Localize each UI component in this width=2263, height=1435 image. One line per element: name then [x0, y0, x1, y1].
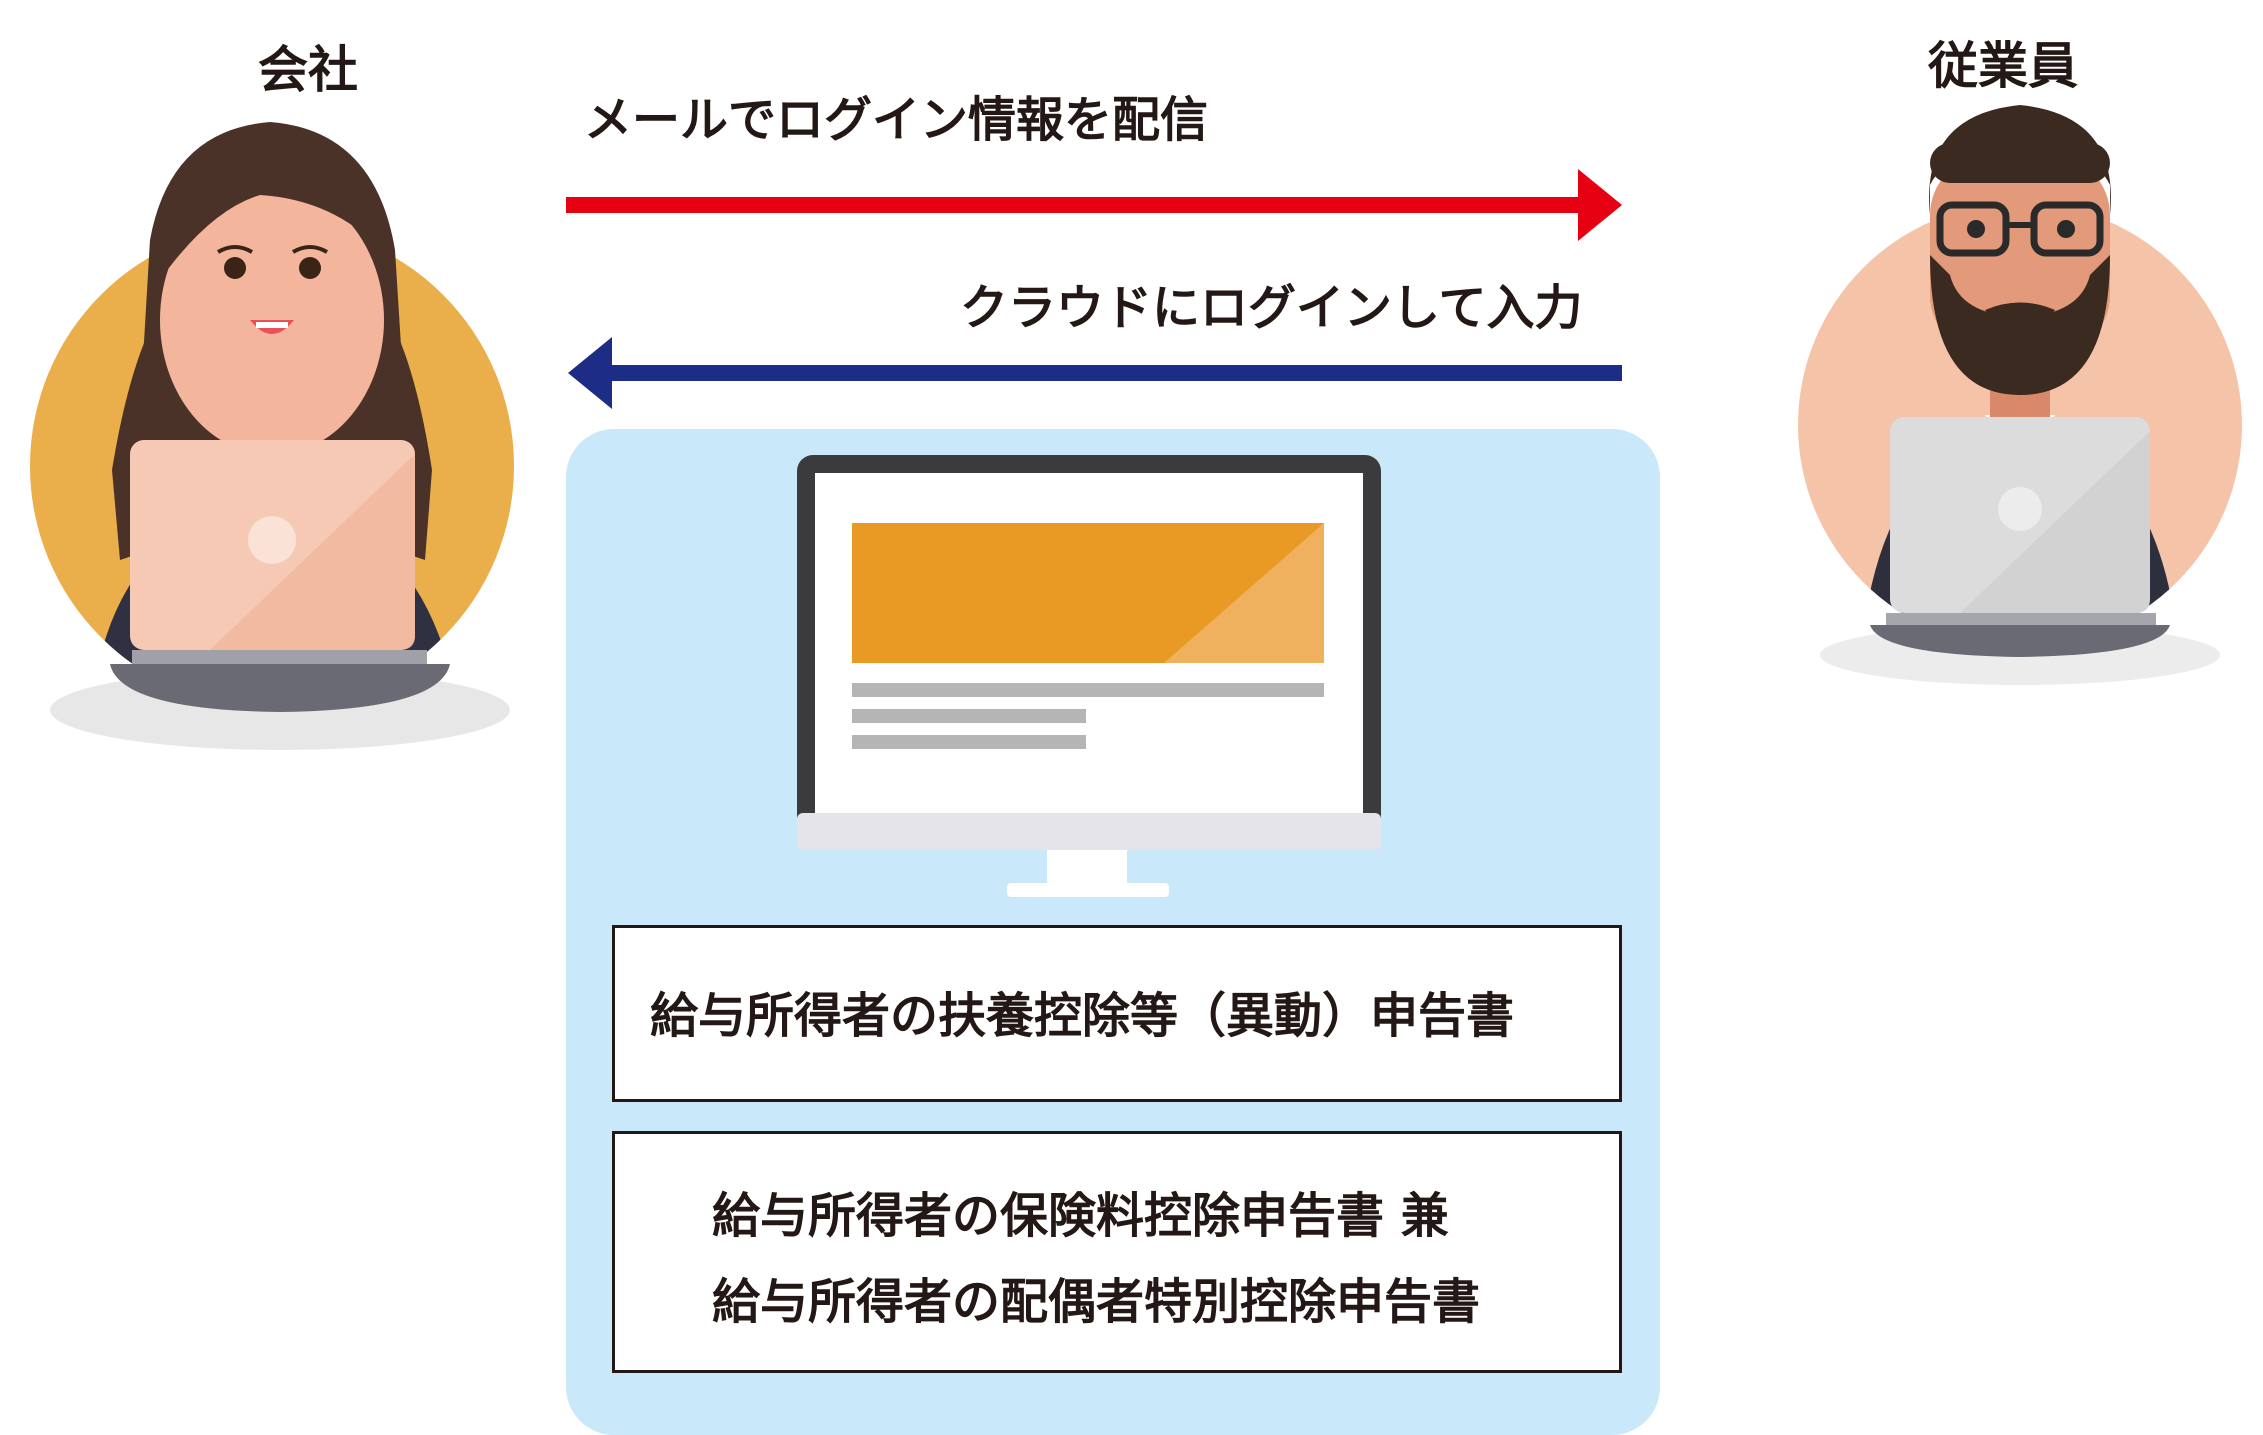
company-person-icon: [30, 122, 514, 750]
form-box-dependents: [612, 925, 1622, 1102]
arrow-right-icon: [566, 169, 1622, 241]
form-spouse-title: 給与所得者の配偶者特別控除申告書: [712, 1274, 1481, 1330]
employee-label: 従業員: [1928, 37, 2078, 95]
company-label: 会社: [258, 41, 358, 99]
form-insurance-title: 給与所得者の保険料控除申告書 兼: [712, 1188, 1449, 1244]
mail-delivery-label: メールでログイン情報を配信: [584, 92, 1209, 148]
form-box-insurance-spouse: [612, 1131, 1622, 1373]
employee-person-icon: [1798, 105, 2242, 685]
form-dependents-title: 給与所得者の扶養控除等（異動）申告書: [650, 988, 1515, 1044]
monitor-icon: [797, 455, 1381, 897]
cloud-login-label: クラウドにログインして入力: [960, 280, 1583, 336]
arrow-left-icon: [568, 337, 1622, 409]
